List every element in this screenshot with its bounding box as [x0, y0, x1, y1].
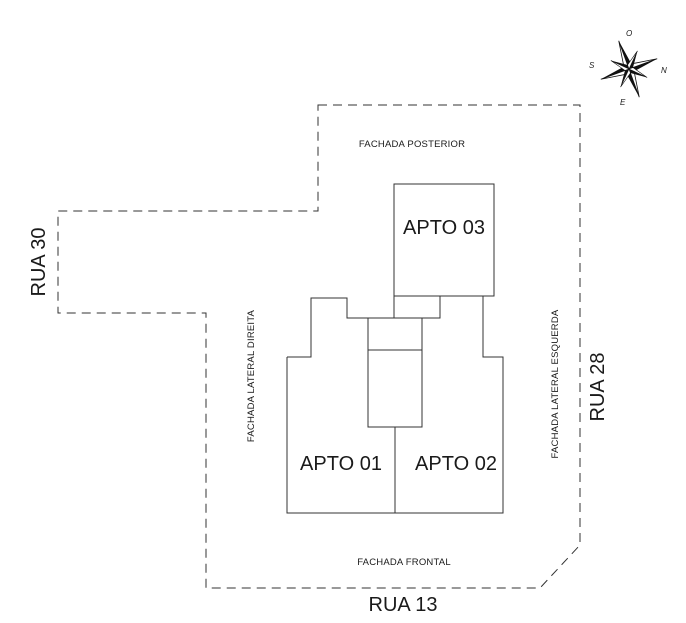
compass-east-label: E [620, 98, 626, 107]
facade-left-side-label: FACHADA LATERAL ESQUERDA [550, 309, 561, 458]
facade-front-label: FACHADA FRONTAL [357, 557, 451, 568]
facade-right-side-label: FACHADA LATERAL DIREITA [246, 309, 257, 442]
compass-rose-icon [600, 40, 658, 98]
compass-west-label: O [626, 29, 632, 38]
apto-03-label: APTO 03 [403, 217, 485, 239]
compass-north-label: N [661, 66, 667, 75]
building-outline [286, 183, 504, 514]
apto-02-label: APTO 02 [415, 453, 497, 475]
compass-south-label: S [589, 61, 595, 70]
facade-rear-label: FACHADA POSTERIOR [359, 139, 465, 150]
apto-01-label: APTO 01 [300, 453, 382, 475]
street-rua-28-label: RUA 28 [587, 353, 609, 422]
street-rua-13-label: RUA 13 [369, 594, 438, 616]
lot-boundary [57, 104, 581, 589]
street-rua-30-label: RUA 30 [28, 228, 50, 297]
